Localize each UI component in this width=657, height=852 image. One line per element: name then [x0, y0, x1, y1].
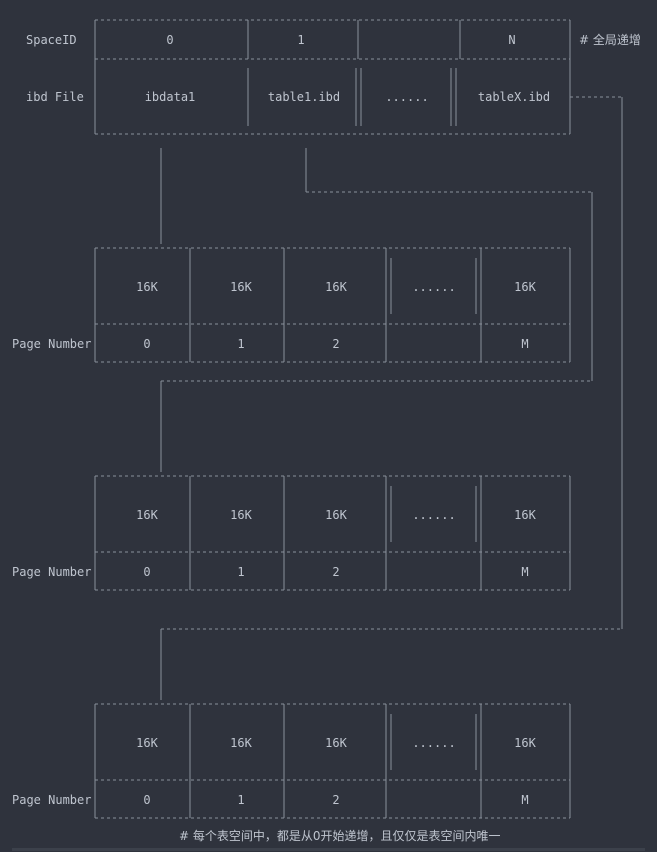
ibd-file-label: ibd File — [26, 90, 84, 104]
page-number-cell: 0 — [143, 337, 151, 351]
page-number-cell: M — [521, 793, 529, 807]
page-number-label: Page Number — [12, 793, 92, 807]
diagram-vertical-borders — [94, 20, 623, 818]
page-number-cell: 0 — [143, 565, 151, 579]
space-id-cell: N — [508, 33, 516, 47]
ibd-file-cell: ibdata1 — [144, 90, 196, 104]
diagram-lines — [95, 19, 622, 819]
ibd-file-cell: ...... — [385, 90, 429, 104]
page-number-cell: 0 — [143, 793, 151, 807]
page-size-cell: 16K — [325, 736, 347, 750]
page-number-cell: 2 — [332, 337, 340, 351]
ibd-file-cell: table1.ibd — [267, 90, 341, 104]
page-number-cell: 2 — [332, 565, 340, 579]
page-size-cell: ...... — [412, 508, 456, 522]
footer-note: # 每个表空间中，都是从0开始递增，且仅仅是表空间内唯一 — [179, 829, 501, 843]
page-size-cell: 16K — [514, 736, 536, 750]
page-number-cell: 2 — [332, 793, 340, 807]
page-size-cell: 16K — [136, 280, 158, 294]
horizontal-scrollbar[interactable] — [12, 848, 645, 851]
page-number-cell: M — [521, 565, 529, 579]
page-size-cell: 16K — [136, 736, 158, 750]
page-number-label: Page Number — [12, 565, 92, 579]
page-size-cell: 16K — [325, 508, 347, 522]
page-size-cell: 16K — [325, 280, 347, 294]
page-size-cell: 16K — [514, 280, 536, 294]
page-size-cell: 16K — [230, 508, 252, 522]
page-size-cell: ...... — [412, 280, 456, 294]
space-id-label: SpaceID — [26, 33, 77, 47]
page-number-cell: 1 — [237, 793, 245, 807]
page-size-cell: 16K — [136, 508, 158, 522]
page-number-label: Page Number — [12, 337, 92, 351]
page-size-cell: 16K — [230, 280, 252, 294]
space-id-cell: 1 — [297, 33, 305, 47]
page-size-cell: ...... — [412, 736, 456, 750]
page-number-cell: 1 — [237, 565, 245, 579]
page-number-cell: M — [521, 337, 529, 351]
page-size-cell: 16K — [230, 736, 252, 750]
space-id-note: # 全局递增 — [579, 33, 641, 47]
space-id-cell: 0 — [166, 33, 174, 47]
ibd-file-cell: tableX.ibd — [477, 90, 551, 104]
page-number-cell: 1 — [237, 337, 245, 351]
page-size-cell: 16K — [514, 508, 536, 522]
